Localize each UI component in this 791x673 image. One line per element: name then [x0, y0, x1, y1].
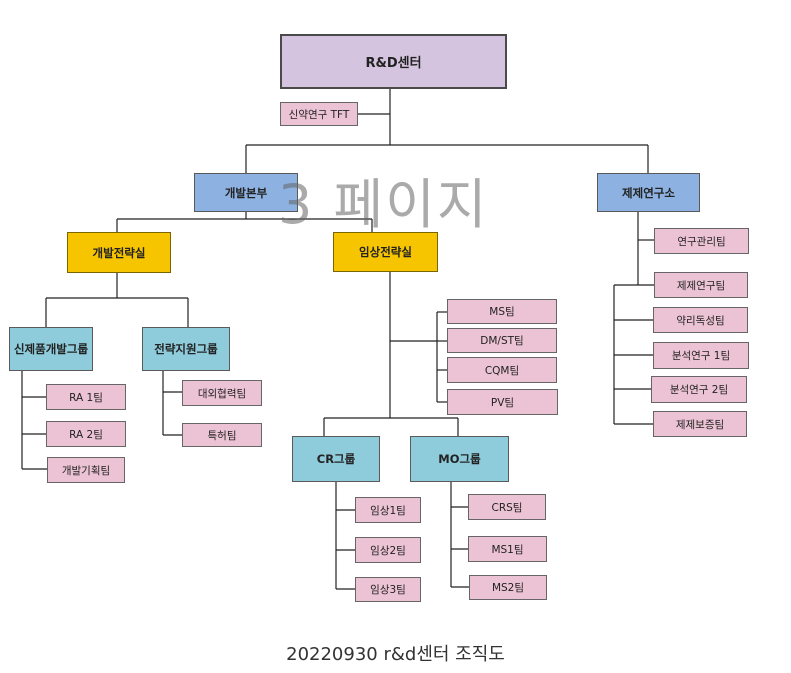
node-clinical2-team: 임상2팀: [355, 537, 421, 563]
node-analysis2-team: 분석연구 2팀: [651, 376, 747, 403]
node-patent-team: 특허팀: [182, 423, 262, 447]
node-new-product-group: 신제품개발그룹: [9, 327, 93, 371]
node-pharmacology-tox-team: 약리독성팀: [653, 307, 748, 333]
node-analysis1-team: 분석연구 1팀: [653, 342, 749, 369]
node-formulation-quality-team: 제제보증팀: [653, 411, 747, 437]
node-dev-planning-team: 개발기획팀: [47, 457, 125, 483]
node-clinical-strategy: 임상전략실: [333, 232, 438, 272]
node-cr-group: CR그룹: [292, 436, 380, 482]
node-pv-team: PV팀: [447, 389, 558, 415]
node-dm-st-team: DM/ST팀: [447, 328, 557, 353]
chart-caption: 20220930 r&d센터 조직도: [286, 644, 505, 665]
node-rnd-center: R&D센터: [280, 34, 507, 89]
node-new-drug-tft: 신약연구 TFT: [280, 102, 358, 126]
node-external-coop-team: 대외협력팀: [182, 380, 262, 406]
node-formulation-research-team: 제제연구팀: [654, 272, 748, 298]
node-mo-group: MO그룹: [410, 436, 509, 482]
node-crs-team: CRS팀: [468, 494, 546, 520]
node-clinical3-team: 임상3팀: [355, 577, 421, 602]
node-ms2-team: MS2팀: [469, 575, 547, 600]
node-strategy-support-group: 전략지원그룹: [142, 327, 230, 371]
node-ms-team: MS팀: [447, 299, 557, 324]
node-dev-strategy: 개발전략실: [67, 232, 171, 273]
node-clinical1-team: 임상1팀: [355, 497, 421, 523]
node-formulation-lab: 제제연구소: [597, 173, 700, 212]
node-ra1-team: RA 1팀: [46, 384, 126, 410]
node-cqm-team: CQM팀: [447, 357, 557, 383]
node-research-mgmt-team: 연구관리팀: [654, 228, 749, 254]
node-dev-hq: 개발본부: [194, 173, 298, 212]
node-ra2-team: RA 2팀: [46, 421, 126, 447]
node-ms1-team: MS1팀: [468, 536, 547, 562]
